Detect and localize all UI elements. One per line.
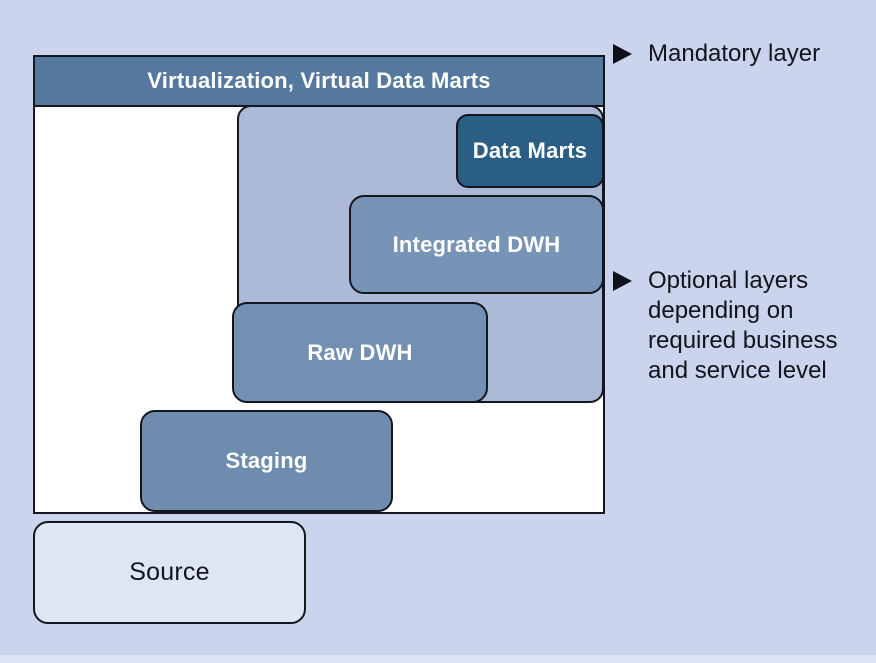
optional-layers-text: Optional layers depending on required bu… [648, 266, 837, 386]
optional-layers-line-1: Optional layers [648, 267, 809, 294]
triangle-right-icon [613, 44, 632, 64]
optional-layers-annotation: Optional layers depending on required bu… [613, 266, 837, 386]
layer-data-marts-label: Data Marts [472, 138, 588, 163]
optional-layers-line-4: and service level [648, 357, 827, 384]
layer-integrated-dwh: Integrated DWH [349, 195, 604, 294]
layer-virtualization-label: Virtualization, Virtual Data Marts [147, 68, 491, 93]
layer-raw-dwh-label: Raw DWH [307, 339, 413, 365]
layer-raw-dwh: Raw DWH [232, 302, 488, 403]
mandatory-layer-annotation: Mandatory layer [613, 39, 820, 69]
layer-staging: Staging [140, 410, 393, 512]
layer-virtualization: Virtualization, Virtual Data Marts [33, 55, 605, 107]
layer-source-label: Source [129, 558, 210, 586]
layer-data-marts: Data Marts [456, 114, 604, 188]
layer-source: Source [33, 521, 306, 624]
layer-integrated-dwh-label: Integrated DWH [392, 231, 561, 257]
layer-staging-label: Staging [225, 448, 308, 473]
optional-layers-line-3: required business [648, 327, 838, 354]
triangle-right-icon [613, 271, 632, 291]
optional-layers-line-2: depending on [648, 297, 794, 324]
page-edge-strip [0, 655, 876, 663]
mandatory-layer-label: Mandatory layer [648, 40, 821, 67]
